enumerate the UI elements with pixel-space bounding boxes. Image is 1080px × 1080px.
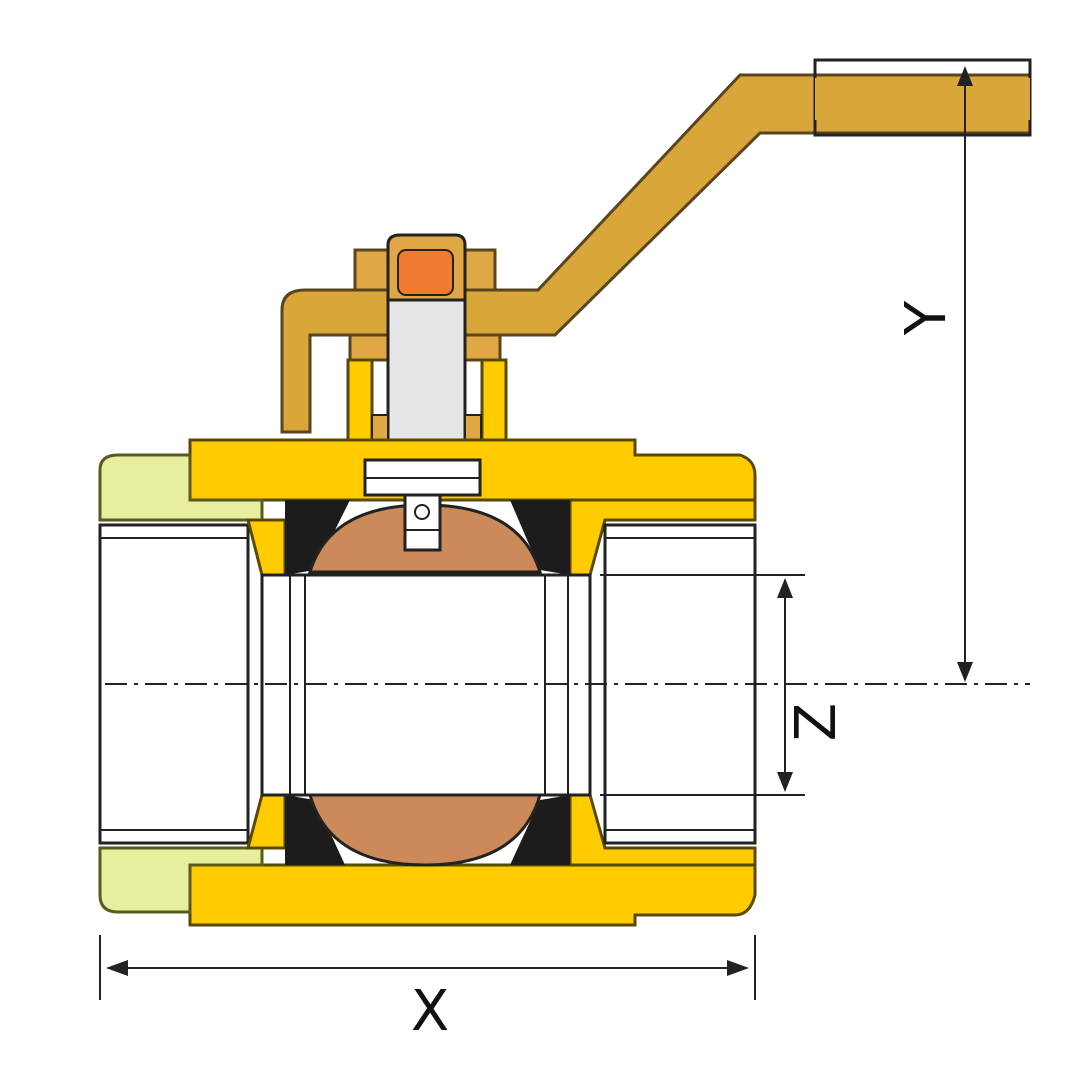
- bonnet-right: [480, 358, 508, 442]
- x-arrow-left: [106, 960, 128, 976]
- seal-top-right: [510, 500, 570, 575]
- left-taper-bottom: [246, 793, 287, 850]
- z-arrow-top: [777, 578, 793, 598]
- z-arrow-bottom: [777, 772, 793, 792]
- stem-cap-insert: [397, 249, 454, 296]
- y-arrow-bottom: [957, 662, 973, 682]
- seal-bottom-left: [285, 795, 345, 865]
- y-arrow-top: [957, 66, 973, 86]
- stem-tang-hole: [414, 504, 430, 520]
- label-z: Z: [784, 703, 849, 741]
- body-bottom: [188, 863, 757, 927]
- stem-tang: [403, 493, 442, 552]
- label-x: X: [411, 979, 449, 1044]
- end-piece-left-top: [98, 453, 264, 522]
- x-arrow-right: [727, 960, 749, 976]
- bonnet-left: [346, 358, 374, 442]
- end-piece-left-bottom: [98, 846, 264, 914]
- label-y: Y: [894, 300, 959, 336]
- seal-top-left: [285, 500, 350, 575]
- left-taper-top: [246, 518, 287, 577]
- ball-bottom: [308, 793, 542, 867]
- lever-grip-fill: [815, 78, 1030, 120]
- seal-bottom-right: [510, 795, 570, 865]
